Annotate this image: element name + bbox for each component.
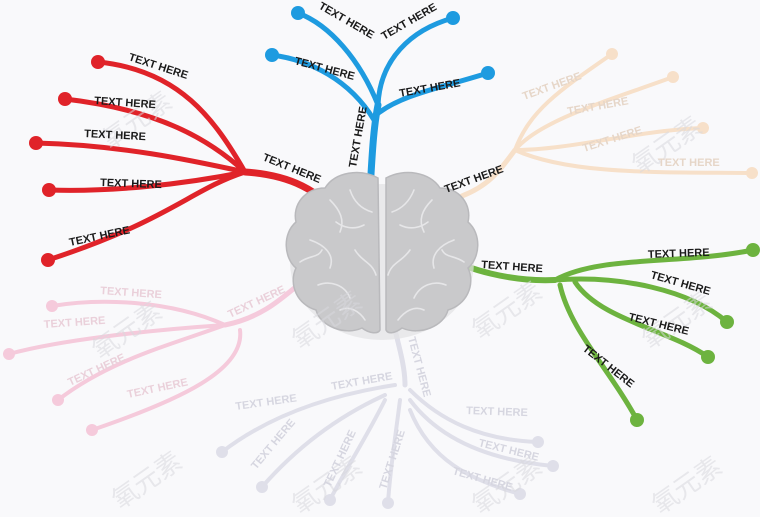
- watermark-text: 氧元素: [467, 276, 548, 345]
- blue-main-label: TEXT HERE: [347, 106, 370, 169]
- red-node-2: [58, 92, 72, 106]
- red-sub-label-5: TEXT HERE: [68, 224, 131, 249]
- lavender-sub-label-2: TEXT HERE: [235, 392, 298, 412]
- watermark-text: 氧元素: [107, 446, 188, 515]
- blue-sub-label-3: TEXT HERE: [293, 55, 356, 83]
- pink-node-3: [52, 394, 64, 406]
- blue-node-1: [291, 6, 305, 20]
- red-sub-label-3: TEXT HERE: [84, 128, 146, 143]
- peach-node-4: [746, 167, 758, 179]
- peach-sub-label-2: TEXT HERE: [566, 95, 629, 118]
- peach-node-2: [667, 71, 679, 83]
- watermark-text: 氧元素: [647, 451, 728, 517]
- lavender-node-2: [256, 481, 268, 493]
- pink-node-2: [3, 348, 15, 360]
- peach-branch: [462, 48, 758, 196]
- lavender-labels: TEXT HERE TEXT HERE TEXT HERE TEXT HERE …: [235, 336, 540, 494]
- green-node-3: [701, 350, 715, 364]
- green-node-1: [746, 243, 760, 257]
- green-node-2: [720, 315, 734, 329]
- green-sub-label-1: TEXT HERE: [648, 247, 710, 261]
- blue-node-4: [481, 66, 495, 80]
- lavender-node-5: [532, 436, 544, 448]
- red-node-1: [91, 55, 105, 69]
- pink-sub-label-1: TEXT HERE: [100, 285, 162, 301]
- pink-sub-label-3: TEXT HERE: [66, 352, 127, 389]
- peach-node-1: [606, 48, 618, 60]
- blue-sub-label-4: TEXT HERE: [398, 77, 461, 100]
- green-sub-label-4: TEXT HERE: [580, 343, 636, 390]
- red-node-3: [29, 136, 43, 150]
- lavender-node-6: [547, 460, 559, 472]
- peach-sub-label-4: TEXT HERE: [658, 157, 720, 169]
- pink-node-1: [46, 300, 58, 312]
- green-node-4: [630, 413, 644, 427]
- red-sub-label-4: TEXT HERE: [100, 177, 162, 191]
- blue-sub-label-2: TEXT HERE: [380, 1, 439, 42]
- pink-node-4: [86, 424, 98, 436]
- lavender-node-1: [216, 446, 228, 458]
- lavender-sub-label-6: TEXT HERE: [466, 405, 528, 419]
- lavender-sub-label-3: TEXT HERE: [249, 417, 298, 472]
- red-node-5: [41, 253, 55, 267]
- lavender-node-4: [382, 497, 394, 509]
- blue-sub-label-1: TEXT HERE: [317, 0, 376, 41]
- red-node-4: [42, 183, 56, 197]
- blue-node-3: [265, 48, 279, 62]
- lavender-sub-label-5: TEXT HERE: [377, 429, 407, 491]
- pink-sub-label-2: TEXT HERE: [43, 315, 105, 331]
- blue-node-2: [446, 11, 460, 25]
